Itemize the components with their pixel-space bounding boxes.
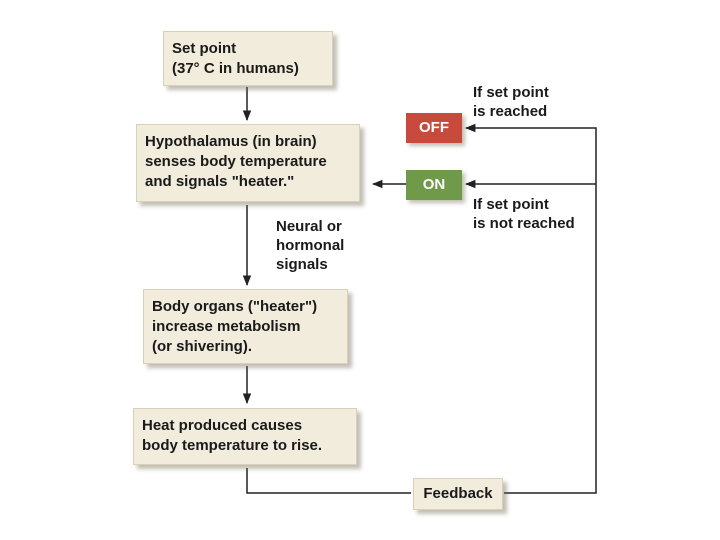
- hypothalamus-line-3: and signals "heater.": [145, 173, 295, 190]
- hypothalamus-line-1: Hypothalamus (in brain): [145, 133, 317, 150]
- body-organs-line-1: Body organs ("heater"): [152, 298, 318, 315]
- note-reached-line-2: is reached: [473, 103, 548, 120]
- note-signals-line-2: hormonal: [276, 237, 345, 254]
- set-point-line-2: (37° C in humans): [172, 60, 299, 77]
- note-not-reached-line-2: is not reached: [473, 215, 575, 232]
- set-point-line-1: Set point: [172, 40, 237, 57]
- set-point-box: Set point (37° C in humans): [163, 31, 333, 86]
- line-heat-to-feedback: [246, 468, 411, 494]
- hypothalamus-line-2: senses body temperature: [145, 153, 327, 170]
- arrow-feedback-to-off: [464, 123, 597, 494]
- note-set-point-not-reached: If set point is not reached: [473, 195, 575, 233]
- note-set-point-reached: If set point is reached: [473, 83, 549, 121]
- note-signals-line-3: signals: [276, 256, 328, 273]
- body-organs-line-3: (or shivering).: [152, 338, 253, 355]
- feedback-label: Feedback: [423, 485, 493, 502]
- heat-produced-line-2: body temperature to rise.: [142, 437, 323, 454]
- on-label: ON: [422, 176, 446, 193]
- heat-produced-box: Heat produced causes body temperature to…: [133, 408, 357, 465]
- note-neural-hormonal-signals: Neural or hormonal signals: [276, 217, 344, 274]
- off-label: OFF: [419, 119, 449, 136]
- hypothalamus-box: Hypothalamus (in brain) senses body temp…: [136, 124, 360, 202]
- heat-produced-line-1: Heat produced causes: [142, 417, 303, 434]
- body-organs-line-2: increase metabolism: [152, 318, 301, 335]
- note-reached-line-1: If set point: [473, 84, 549, 101]
- note-not-reached-line-1: If set point: [473, 196, 549, 213]
- body-organs-box: Body organs ("heater") increase metaboli…: [143, 289, 348, 364]
- on-switch: ON: [406, 170, 462, 200]
- note-signals-line-1: Neural or: [276, 218, 342, 235]
- feedback-box: Feedback: [413, 478, 503, 510]
- off-switch: OFF: [406, 113, 462, 143]
